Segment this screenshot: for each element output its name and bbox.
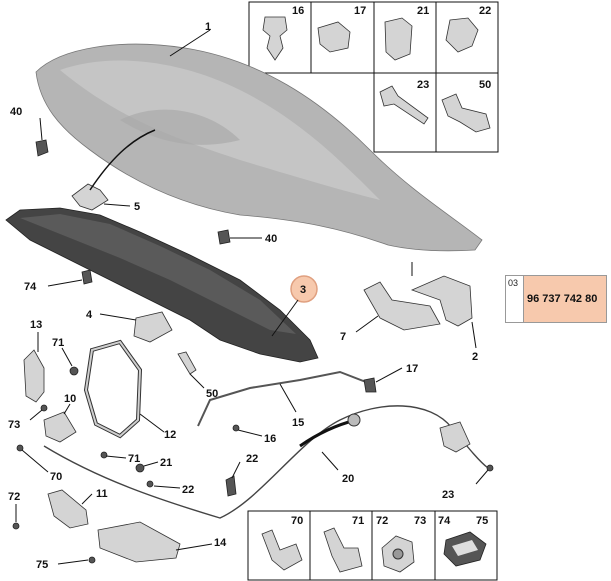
callout-2: 2 [472,351,478,363]
striker-4 [133,311,173,343]
callout-15: 15 [292,417,304,429]
callout-16-body: 16 [264,433,276,445]
latch-10 [43,411,77,443]
callout-23: 23 [442,489,454,501]
hinge-7 [363,281,441,331]
prop-rod-15 [197,370,367,427]
callout-71-mid: 71 [128,453,140,465]
callout-72: 72 [8,491,20,503]
grid-callout-71: 71 [352,515,364,527]
grid-callout-73: 73 [414,515,426,527]
grid-callout-70: 70 [291,515,303,527]
grid-callout-72: 72 [376,515,388,527]
callout-3: 3 [300,284,306,296]
callout-16: 16 [292,5,304,17]
callout-4: 4 [86,309,93,321]
grid-callout-75: 75 [476,515,488,527]
callout-17: 17 [406,363,418,375]
callout-20: 20 [342,473,354,485]
nut-71-left [69,366,79,376]
clip-74 [81,269,93,285]
callout-40-left: 40 [10,106,22,118]
callout-12: 12 [164,429,176,441]
reference-code: 03 [508,278,519,288]
top-fastener-grid [248,1,499,153]
callout-70: 70 [50,471,62,483]
callout-13: 13 [30,319,42,331]
callout-7: 7 [340,331,346,343]
clip-21 [135,463,145,473]
part-reference-box: 03 96 737 742 80 [505,275,607,323]
release-cable-20 [43,405,489,519]
callout-75: 75 [36,559,48,571]
trim-11 [47,489,89,529]
bumper-40-left [35,139,49,157]
lock-panel-12 [83,339,143,439]
callout-50: 50 [479,79,491,91]
hood-panel [35,43,483,252]
callout-22-left: 22 [182,484,194,496]
screw-50 [177,351,197,375]
callout-5: 5 [134,201,140,213]
part-number: 96 737 742 80 [523,276,606,322]
hinge-2 [410,275,473,327]
callout-10: 10 [64,393,76,405]
highlight-marker [290,275,318,303]
callout-22: 22 [479,5,491,17]
callout-21: 21 [160,457,172,469]
callout-17: 17 [354,5,366,17]
bumper-40-right [217,229,231,245]
callout-22-right: 22 [246,453,258,465]
bottom-fastener-grid [247,510,498,581]
callout-11: 11 [96,488,108,500]
hood-bracket-5 [71,183,109,211]
callout-74: 74 [24,281,37,293]
callout-71-left: 71 [52,337,64,349]
callout-23: 23 [417,79,429,91]
insulation-pad-3 [5,207,319,363]
bracket-13 [23,349,45,403]
callout-73: 73 [8,419,20,431]
callout-14: 14 [214,537,227,549]
callout-40-right: 40 [265,233,277,245]
callout-1: 1 [205,21,211,33]
callout-21: 21 [417,5,429,17]
grid-callout-74: 74 [438,515,451,527]
callout-50: 50 [206,388,218,400]
release-handle-14 [97,521,181,563]
